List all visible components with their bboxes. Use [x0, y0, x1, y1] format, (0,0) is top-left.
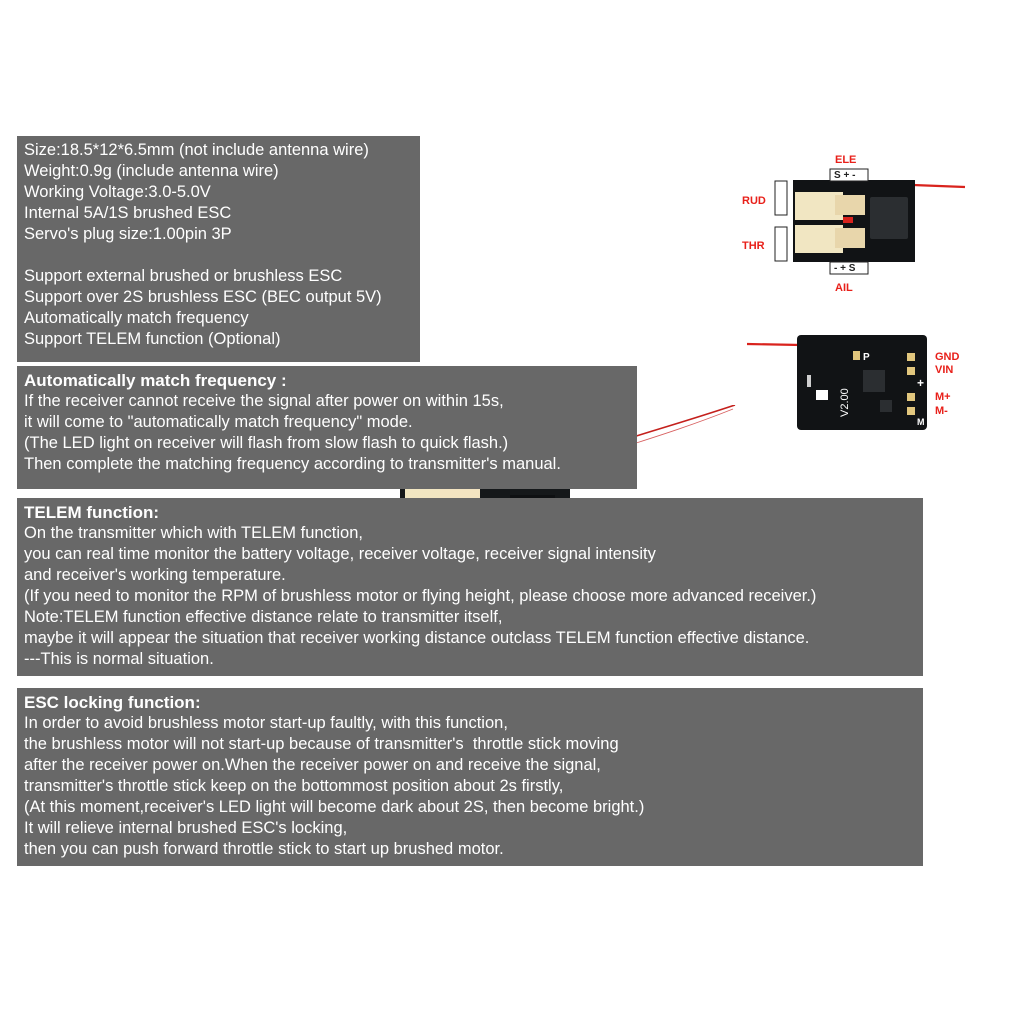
- esc-line: (At this moment,receiver's LED light wil…: [24, 798, 645, 816]
- thr-label: THR: [742, 240, 765, 252]
- esc-line: transmitter's throttle stick keep on the…: [24, 777, 564, 795]
- ail-label: AIL: [835, 282, 853, 294]
- telem-line: you can real time monitor the battery vo…: [24, 545, 656, 563]
- specs-line: Support external brushed or brushless ES…: [24, 267, 343, 285]
- freq-line: Then complete the matching frequency acc…: [24, 455, 561, 473]
- ele-pins: S + -: [834, 170, 855, 181]
- telem-title: TELEM function:: [24, 503, 160, 522]
- ele-label: ELE: [835, 154, 856, 166]
- specs-line: Weight:0.9g (include antenna wire): [24, 162, 279, 180]
- vin-label: VIN: [935, 364, 953, 376]
- telem-line: and receiver's working temperature.: [24, 566, 286, 584]
- specs-line: Servo's plug size:1.00pin 3P: [24, 225, 232, 243]
- gnd-label: GND: [935, 351, 960, 363]
- specs-line: Support over 2S brushless ESC (BEC outpu…: [24, 288, 382, 306]
- freq-title: Automatically match frequency :: [24, 371, 287, 390]
- freq-line: (The LED light on receiver will flash fr…: [24, 434, 509, 452]
- p-mark: P: [863, 352, 870, 363]
- plus-mark: +: [917, 376, 924, 390]
- rud-label: RUD: [742, 195, 766, 207]
- specs-line: Size:18.5*12*6.5mm (not include antenna …: [24, 141, 369, 159]
- specs-line: Automatically match frequency: [24, 309, 249, 327]
- telem-line: On the transmitter which with TELEM func…: [24, 524, 363, 542]
- freq-panel: Automatically match frequency : If the r…: [17, 366, 637, 489]
- front-board-diagram: ELE S + - RUD THR - + S AIL: [742, 154, 966, 294]
- esc-line: after the receiver power on.When the rec…: [24, 756, 601, 774]
- telem-line: ---This is normal situation.: [24, 650, 214, 668]
- telem-line: Note:TELEM function effective distance r…: [24, 608, 503, 626]
- specs-line: Working Voltage:3.0-5.0V: [24, 183, 211, 201]
- telem-line: maybe it will appear the situation that …: [24, 629, 810, 647]
- telem-line: (If you need to monitor the RPM of brush…: [24, 587, 817, 605]
- esc-line: then you can push forward throttle stick…: [24, 840, 504, 858]
- ail-pins: - + S: [834, 263, 856, 274]
- esc-line: the brushless motor will not start-up be…: [24, 735, 619, 753]
- freq-line: it will come to "automatically match fre…: [24, 413, 413, 431]
- freq-line: If the receiver cannot receive the signa…: [24, 392, 504, 410]
- specs-line: Support TELEM function (Optional): [24, 330, 281, 348]
- specs-line: Internal 5A/1S brushed ESC: [24, 204, 232, 222]
- specs-panel: Size:18.5*12*6.5mm (not include antenna …: [17, 136, 420, 362]
- m-mark: M: [917, 417, 925, 427]
- back-board-diagram: P V2.00 + M GND VIN M+ M-: [746, 335, 960, 430]
- version-text: V2.00: [839, 388, 851, 417]
- esc-panel: ESC locking function: In order to avoid …: [17, 688, 923, 866]
- esc-line: It will relieve internal brushed ESC's l…: [24, 819, 348, 837]
- esc-line: In order to avoid brushless motor start-…: [24, 714, 508, 732]
- esc-title: ESC locking function:: [24, 693, 201, 712]
- mplus-label: M+: [935, 391, 951, 403]
- specs-line: [24, 245, 420, 266]
- telem-panel: TELEM function: On the transmitter which…: [17, 498, 923, 676]
- mminus-label: M-: [935, 405, 948, 417]
